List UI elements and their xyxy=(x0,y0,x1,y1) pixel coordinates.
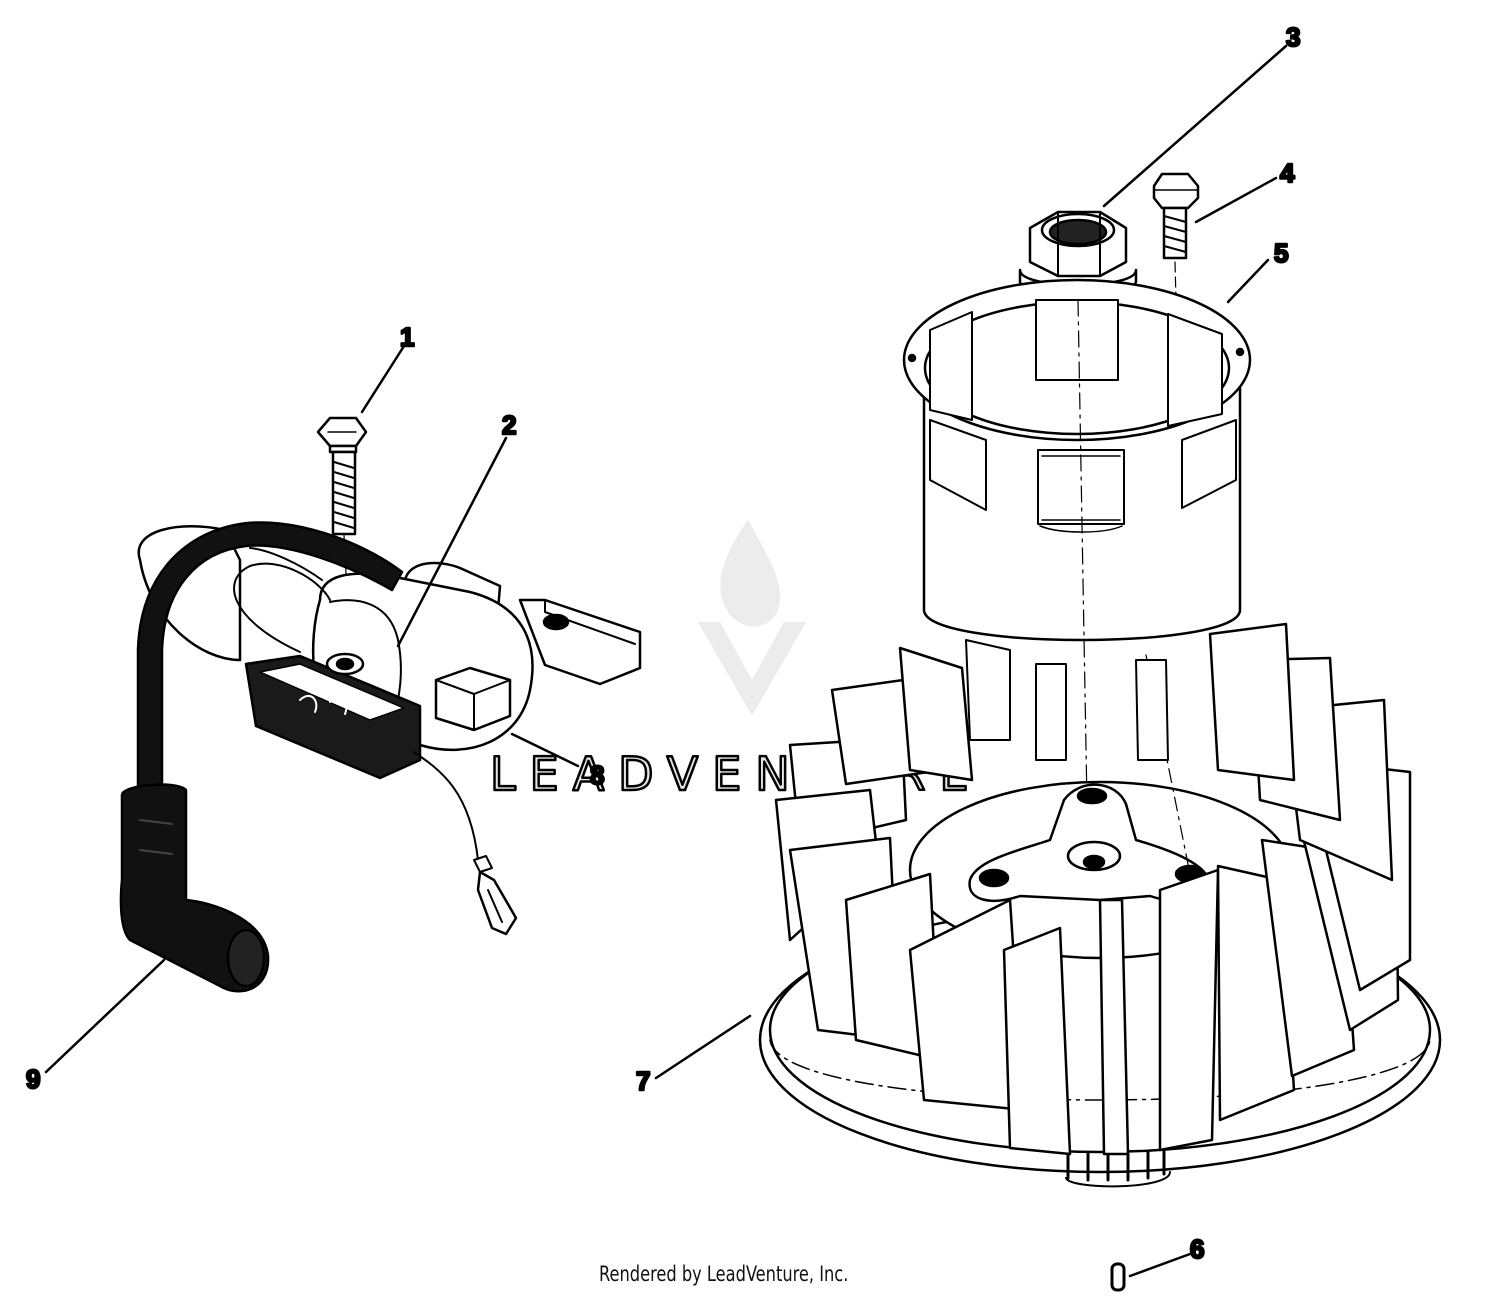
callout-2: 2 xyxy=(502,410,516,440)
callout-4: 4 xyxy=(1280,158,1295,188)
callout-9: 9 xyxy=(26,1064,40,1094)
callout-5: 5 xyxy=(1274,238,1288,268)
part-9-plug-boot xyxy=(119,521,404,993)
callout-1: 1 xyxy=(400,322,414,352)
callout-8: 8 xyxy=(590,760,604,790)
part-6-key xyxy=(1110,1262,1126,1292)
part-5-rotating-screen xyxy=(902,278,1252,861)
callout-6: 6 xyxy=(1190,1234,1204,1264)
callout-3: 3 xyxy=(1286,22,1300,52)
callout-7: 7 xyxy=(636,1066,650,1096)
part-8-ignition-coil xyxy=(137,525,642,936)
render-credit: Rendered by LeadVenture, Inc. xyxy=(599,1262,849,1286)
part-4-screw xyxy=(1152,172,1200,301)
part-1-bolt xyxy=(316,416,368,691)
watermark-v-icon xyxy=(698,622,806,716)
leader-lines xyxy=(44,44,1288,1278)
callout-labels: 1 2 3 4 5 6 7 8 9 xyxy=(25,21,1302,1266)
watermark-flame-icon xyxy=(720,520,781,627)
part-7-flywheel xyxy=(758,622,1442,1188)
